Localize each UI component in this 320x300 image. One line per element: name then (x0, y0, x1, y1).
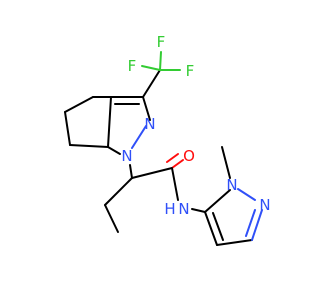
bond-calpha-ch2 (104, 177, 133, 206)
trifluoromethyl-group (141, 51, 181, 98)
atom-label-n-methyl-pyrazole-2: N (259, 196, 270, 214)
methyl-pyrazole-ring (191, 146, 263, 246)
bond-c6-c6a (69, 144, 109, 148)
molecule-structure: F F F N N O N H N N (64, 33, 271, 246)
bond-c3a-c6a (107, 96, 112, 148)
bond-ccarbonyl-namide (171, 167, 179, 201)
bond-namide-c5 (191, 208, 206, 213)
bond-carbonyl-o-inner (166, 153, 179, 163)
fused-pyrazole-ring (107, 96, 151, 155)
cyclopentane-ring (64, 96, 112, 148)
bond-n1-calpha (129, 164, 133, 179)
bond-c3-n2 (142, 96, 151, 121)
atom-label-n-amide: N (178, 200, 189, 218)
bond-c6a-n1 (107, 146, 121, 155)
atom-label-f-right: F (186, 62, 195, 80)
atom-label-oxygen: O (183, 147, 195, 165)
bond-n2-n1 (237, 188, 256, 201)
bond-n1-methyl (221, 146, 231, 179)
bond-c3-cf3 (142, 69, 161, 98)
bond-c5-c4-double-inner (212, 212, 224, 241)
bond-n2-n1 (131, 125, 147, 149)
bond-c3-n2-double (251, 209, 263, 241)
bond-c3-n2-double-inner (245, 209, 256, 237)
bond-cf3-f-top (159, 51, 162, 71)
atom-label-n-methyl-pyrazole-1: N (226, 176, 237, 194)
bond-ch2-ch3 (104, 204, 119, 233)
butanamide-chain (104, 153, 184, 233)
bond-carbonyl-o (171, 159, 184, 169)
bond-cf3-f-left (141, 65, 161, 71)
atom-label-n-pyrazole-lower: N (121, 147, 132, 165)
bond-n1-c5 (204, 189, 231, 213)
bond-calpha-ccarbonyl (131, 167, 173, 179)
atom-label-f-left: F (128, 57, 137, 75)
atom-label-f-top: F (157, 33, 166, 51)
bond-c5-c6 (64, 111, 71, 146)
bond-c5-c4-double (204, 211, 218, 246)
bond-c4-c3 (216, 239, 253, 246)
atom-label-n-amide-h: H (164, 200, 175, 218)
atom-label-n-pyrazole-upper: N (144, 115, 155, 133)
bond-c4-c5 (64, 96, 94, 113)
